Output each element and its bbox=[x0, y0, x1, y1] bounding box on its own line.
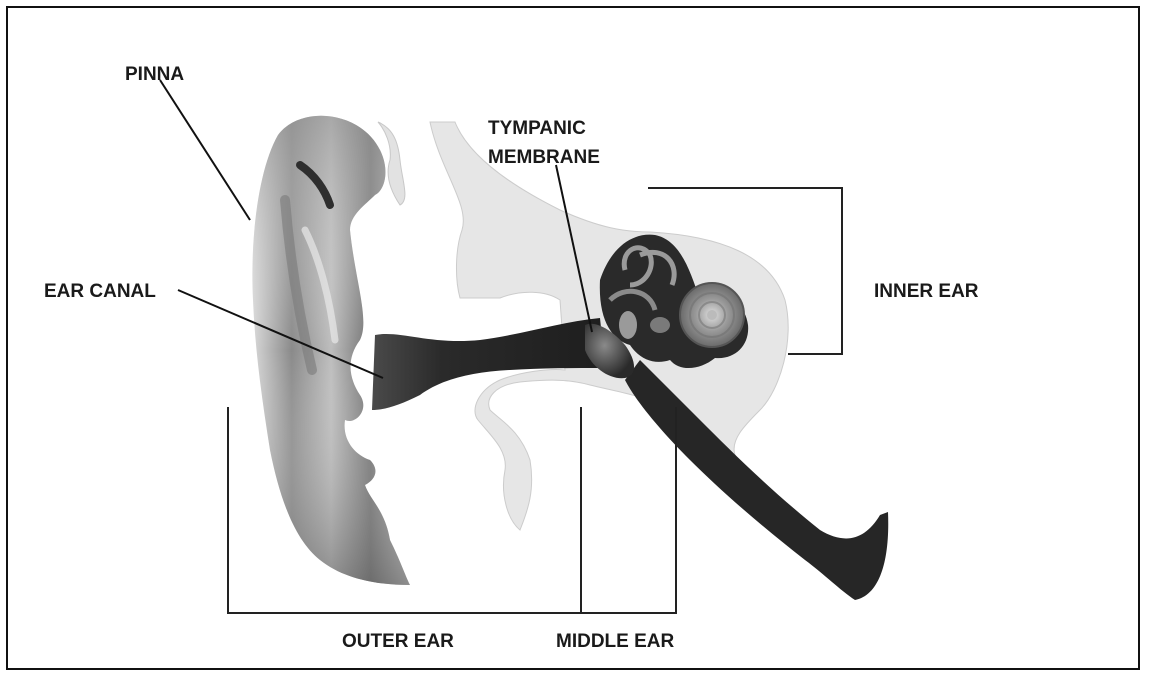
tympanic-membrane-label-line1: TYMPANIC bbox=[488, 118, 586, 139]
middle-ear-bracket bbox=[581, 407, 676, 613]
inner-ear-label: INNER EAR bbox=[874, 281, 979, 302]
ear-canal-label: EAR CANAL bbox=[44, 281, 156, 302]
tympanic-membrane-label-line2: MEMBRANE bbox=[488, 147, 600, 168]
pinna-leader-line bbox=[160, 80, 250, 220]
outer-ear-label: OUTER EAR bbox=[342, 631, 454, 652]
pinna-label: PINNA bbox=[125, 64, 184, 85]
middle-ear-label: MIDDLE EAR bbox=[556, 631, 675, 652]
